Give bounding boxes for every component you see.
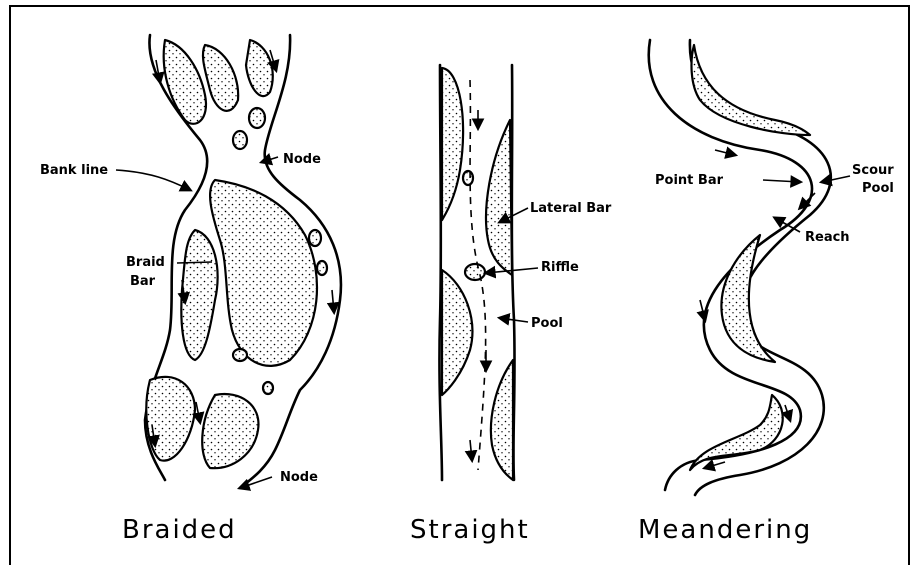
label-lateral-bar: Lateral Bar — [530, 201, 612, 216]
title-braided: Braided — [122, 515, 237, 545]
meander-bar-lower — [690, 395, 783, 470]
straight-riffle-shoal — [465, 264, 485, 280]
braided-bar-central — [210, 180, 317, 366]
straight-islet — [463, 171, 473, 185]
braided-bar-top-mid — [203, 45, 238, 111]
braided-islet — [309, 230, 321, 246]
flow-arrow — [700, 300, 705, 320]
braided-islet — [233, 131, 247, 149]
label-braid-bar-line2: Bar — [130, 274, 156, 289]
label-riffle: Riffle — [541, 260, 579, 275]
braided-bar-top-right — [246, 40, 273, 96]
braided-bar-lower-right — [202, 394, 258, 468]
label-braid-bar-line1: Braid — [126, 255, 165, 270]
meandering-channel — [649, 40, 850, 495]
braided-islet — [317, 261, 327, 275]
straight-channel — [439, 65, 538, 480]
braided-bar-top-left — [164, 40, 206, 124]
braided-bar-left-mid — [181, 230, 217, 360]
straight-bar-upper-left — [442, 68, 463, 220]
flow-arrow — [470, 440, 472, 460]
label-node-top: Node — [283, 152, 321, 167]
node-bottom-leader — [240, 477, 272, 488]
scour-pool-leader — [822, 176, 850, 182]
title-meandering: Meandering — [638, 515, 812, 545]
flow-arrow — [785, 405, 790, 420]
label-point-bar: Point Bar — [655, 173, 724, 188]
braid-bar-leader — [177, 262, 212, 263]
label-reach: Reach — [805, 230, 850, 245]
title-straight: Straight — [410, 515, 530, 545]
label-node-bottom: Node — [280, 470, 318, 485]
label-scour-line2: Pool — [862, 181, 894, 196]
flow-arrow — [332, 290, 334, 312]
flow-arrow — [715, 150, 735, 155]
flow-arrow — [196, 402, 200, 422]
label-pool: Pool — [531, 316, 563, 331]
straight-bar-lower-right — [491, 360, 513, 480]
braided-islet — [263, 382, 273, 394]
point-bar-leader — [763, 180, 800, 182]
bank-line-leader — [116, 170, 190, 190]
label-scour-line1: Scour — [852, 163, 894, 178]
meander-bar-upper — [692, 45, 810, 135]
straight-lateral-bar — [486, 120, 512, 275]
label-bank-line: Bank line — [40, 163, 108, 178]
braided-islet — [233, 349, 247, 361]
flow-arrow — [705, 462, 725, 468]
braided-bar-lower-left — [146, 377, 195, 461]
straight-bar-mid-left — [442, 270, 472, 395]
braided-islet — [249, 108, 265, 128]
